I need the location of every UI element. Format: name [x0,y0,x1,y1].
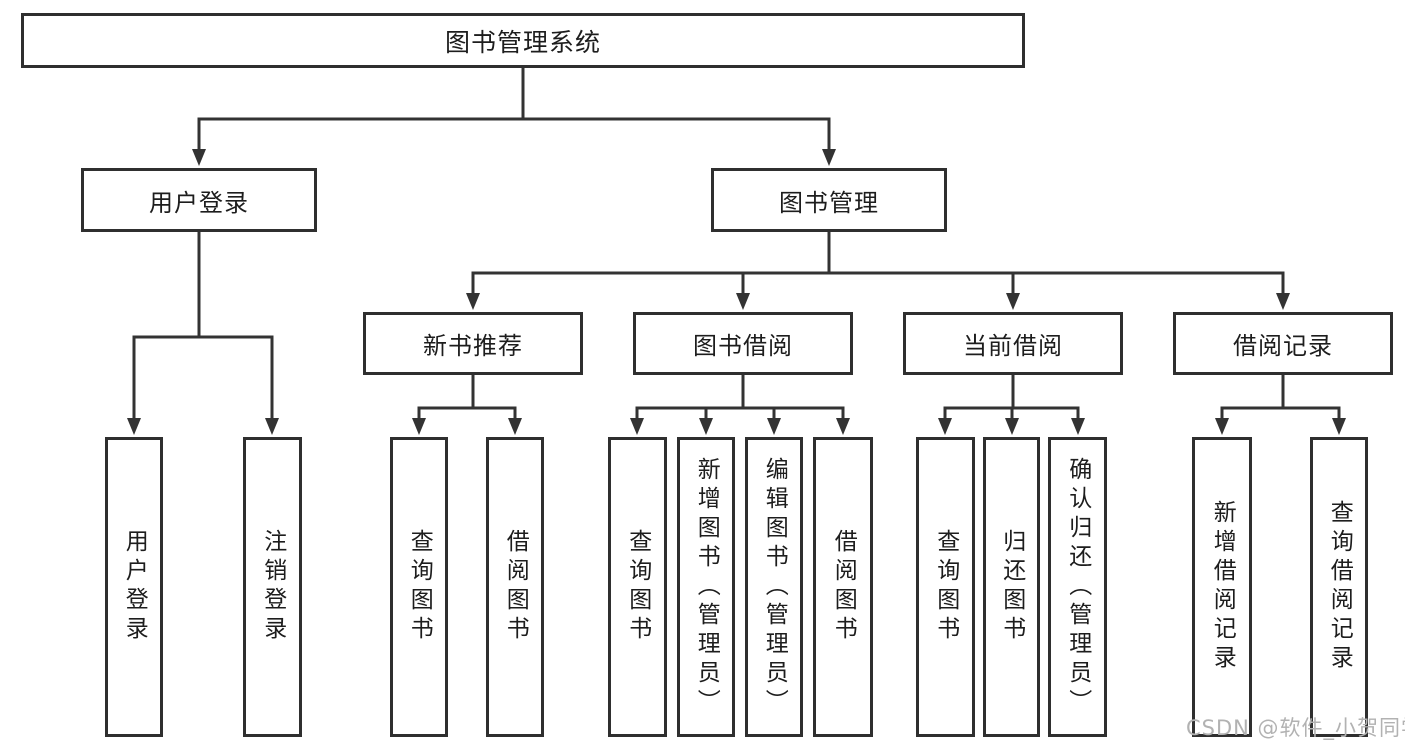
leaf-query-books-borrow: 查询图书 [608,437,667,737]
leaf-label: 新增借阅记录 [1209,500,1236,674]
leaf-label: 确认归还（管理员） [1064,456,1091,718]
node-new-book-recommend: 新书推荐 [363,312,583,375]
node-root: 图书管理系统 [21,13,1025,68]
arrow-down-icon [1006,293,1020,310]
leaf-label: 归还图书 [998,529,1025,645]
arrow-down-icon [508,418,522,435]
leaf-query-borrow-record: 查询借阅记录 [1310,437,1368,737]
leaf-label: 用户登录 [121,529,148,645]
arrow-down-icon [630,418,644,435]
arrow-down-icon [192,149,206,166]
arrow-down-icon [1276,293,1290,310]
leaf-label: 查询图书 [406,529,433,645]
leaf-label: 查询图书 [624,529,651,645]
leaf-label: 编辑图书（管理员） [761,456,788,718]
leaf-user-login: 用户登录 [105,437,163,737]
arrow-down-icon [736,293,750,310]
arrow-down-icon [466,293,480,310]
arrow-down-icon [1005,418,1019,435]
arrow-down-icon [836,418,850,435]
arrow-down-icon [699,418,713,435]
node-user-login: 用户登录 [81,168,317,232]
leaf-return-books: 归还图书 [983,437,1040,737]
node-book-management: 图书管理 [711,168,947,232]
node-current-borrow: 当前借阅 [903,312,1123,375]
arrow-down-icon [1215,418,1229,435]
leaf-add-book-admin: 新增图书（管理员） [677,437,735,737]
arrow-down-icon [938,418,952,435]
watermark: CSDN @软件_小贺同学 [1186,716,1405,740]
arrow-down-icon [1332,418,1346,435]
leaf-label: 借阅图书 [830,529,857,645]
leaf-label: 借阅图书 [502,529,529,645]
node-book-borrow: 图书借阅 [633,312,853,375]
arrow-down-icon [822,149,836,166]
arrow-down-icon [127,418,141,435]
leaf-label: 新增图书（管理员） [693,456,720,718]
leaf-borrow-books: 借阅图书 [813,437,873,737]
leaf-logout-login: 注销登录 [243,437,302,737]
arrow-down-icon [1071,418,1085,435]
node-borrow-records: 借阅记录 [1173,312,1393,375]
arrow-down-icon [412,418,426,435]
leaf-edit-book-admin: 编辑图书（管理员） [745,437,803,737]
leaf-confirm-return-admin: 确认归还（管理员） [1048,437,1107,737]
arrow-down-icon [265,418,279,435]
leaf-query-books-current: 查询图书 [916,437,975,737]
leaf-query-books-recommend: 查询图书 [390,437,448,737]
arrow-down-icon [767,418,781,435]
leaf-label: 查询图书 [932,529,959,645]
leaf-add-borrow-record: 新增借阅记录 [1192,437,1252,737]
leaf-borrow-books-recommend: 借阅图书 [486,437,544,737]
leaf-label: 查询借阅记录 [1326,500,1353,674]
leaf-label: 注销登录 [259,529,286,645]
